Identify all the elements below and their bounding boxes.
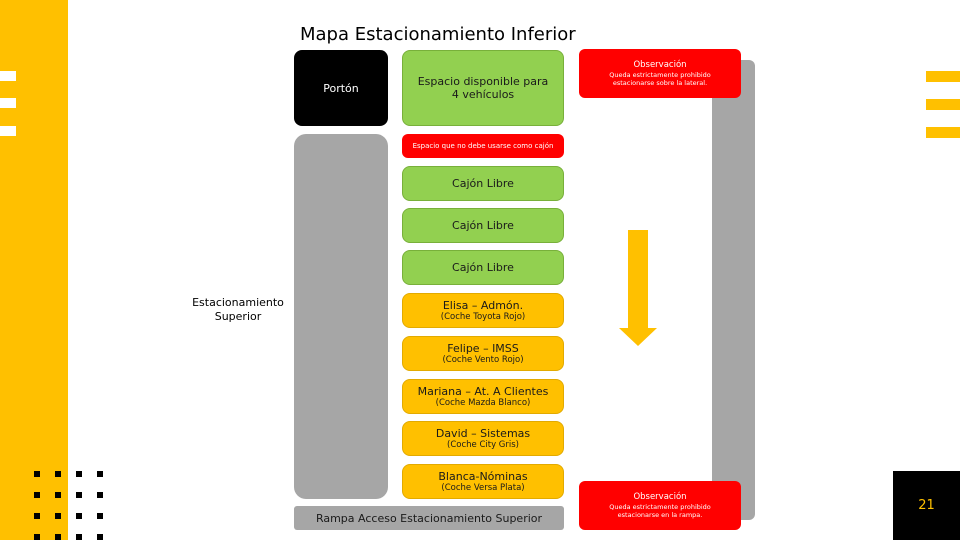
rampa-box: Rampa Acceso Estacionamiento Superior bbox=[294, 506, 564, 530]
espacio-no-cajon-box: Espacio que no debe usarse como cajón bbox=[402, 134, 564, 158]
page-number: 21 bbox=[893, 471, 960, 540]
porton-label: Portón bbox=[323, 81, 359, 95]
decorative-dot bbox=[76, 534, 82, 540]
decorative-dot bbox=[97, 492, 103, 498]
porton-box: Portón bbox=[294, 50, 388, 126]
cajon-asignado-car: (Coche Toyota Rojo) bbox=[440, 311, 526, 322]
cajon-asignado-box: David – Sistemas (Coche City Gris) bbox=[402, 421, 564, 456]
decorative-dot bbox=[55, 492, 61, 498]
rampa-label: Rampa Acceso Estacionamiento Superior bbox=[315, 511, 543, 525]
cajon-asignado-car: (Coche Mazda Blanco) bbox=[435, 397, 531, 408]
cajon-asignado-name: Elisa – Admón. bbox=[442, 298, 524, 312]
cajon-asignado-car: (Coche City Gris) bbox=[447, 439, 519, 450]
decorative-dot bbox=[34, 534, 40, 540]
decorative-dot bbox=[34, 471, 40, 477]
cajon-asignado-name: Mariana – At. A Clientes bbox=[417, 384, 549, 398]
decorative-dot bbox=[76, 471, 82, 477]
espacio-disponible-label: Espacio disponible para 4 vehículos bbox=[417, 75, 549, 101]
cajon-asignado-car: (Coche Vento Rojo) bbox=[442, 354, 524, 365]
decorative-dot bbox=[55, 471, 61, 477]
cajon-asignado-box: Felipe – IMSS (Coche Vento Rojo) bbox=[402, 336, 564, 371]
cajon-libre-label: Cajón Libre bbox=[452, 261, 514, 274]
cajon-asignado-box: Mariana – At. A Clientes (Coche Mazda Bl… bbox=[402, 379, 564, 414]
cajon-asignado-box: Blanca-Nóminas (Coche Versa Plata) bbox=[402, 464, 564, 499]
decorative-dot bbox=[97, 471, 103, 477]
cajon-asignado-name: Blanca-Nóminas bbox=[438, 469, 528, 483]
decorative-dot bbox=[34, 513, 40, 519]
decorative-dot bbox=[55, 513, 61, 519]
observacion-top-box: Observación Queda estrictamente prohibid… bbox=[579, 49, 741, 98]
right-deco-bar bbox=[926, 99, 960, 110]
cajon-libre-label: Cajón Libre bbox=[452, 177, 514, 190]
left-deco-bar bbox=[0, 126, 16, 136]
espacio-disponible-box: Espacio disponible para 4 vehículos bbox=[402, 50, 564, 126]
lateral-area bbox=[712, 60, 755, 520]
cajon-libre-box: Cajón Libre bbox=[402, 250, 564, 285]
cajon-asignado-name: Felipe – IMSS bbox=[447, 341, 519, 355]
cajon-asignado-car: (Coche Versa Plata) bbox=[441, 482, 525, 493]
observacion-title: Observación bbox=[633, 492, 687, 502]
decorative-dot bbox=[55, 534, 61, 540]
observacion-body: Queda estrictamente prohibido estacionar… bbox=[609, 503, 711, 519]
down-arrow-icon bbox=[619, 230, 657, 346]
observacion-body: Queda estrictamente prohibido estacionar… bbox=[609, 71, 711, 87]
left-accent-band bbox=[0, 0, 68, 540]
cajon-asignado-name: David – Sistemas bbox=[435, 426, 531, 440]
right-deco-bar bbox=[926, 127, 960, 138]
cajon-libre-label: Cajón Libre bbox=[452, 219, 514, 232]
decorative-dot bbox=[76, 513, 82, 519]
estacionamiento-superior-area bbox=[294, 134, 388, 499]
left-deco-bar bbox=[0, 71, 16, 81]
page-title: Mapa Estacionamiento Inferior bbox=[300, 24, 576, 45]
espacio-no-cajon-label: Espacio que no debe usarse como cajón bbox=[412, 142, 554, 150]
left-deco-bar bbox=[0, 98, 16, 108]
right-deco-bar bbox=[926, 71, 960, 82]
decorative-dot bbox=[34, 492, 40, 498]
decorative-dot bbox=[76, 492, 82, 498]
decorative-dot bbox=[97, 534, 103, 540]
observacion-bottom-box: Observación Queda estrictamente prohibid… bbox=[579, 481, 741, 530]
cajon-asignado-box: Elisa – Admón. (Coche Toyota Rojo) bbox=[402, 293, 564, 328]
estacionamiento-superior-label: Estacionamiento Superior bbox=[192, 296, 284, 323]
cajon-libre-box: Cajón Libre bbox=[402, 208, 564, 243]
observacion-title: Observación bbox=[633, 60, 687, 70]
cajon-libre-box: Cajón Libre bbox=[402, 166, 564, 201]
decorative-dot bbox=[97, 513, 103, 519]
